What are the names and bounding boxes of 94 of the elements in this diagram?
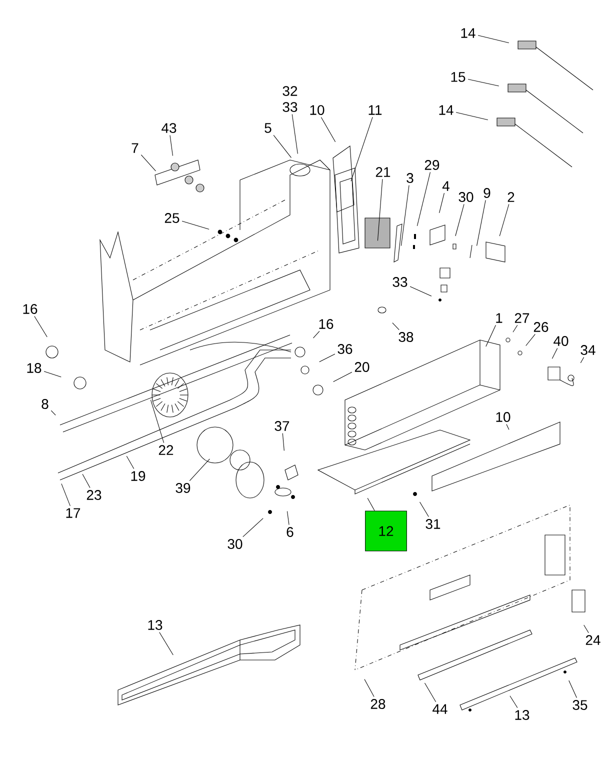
callout-number: 3 — [406, 173, 414, 183]
leader-line — [242, 518, 264, 538]
leader-line — [82, 474, 90, 488]
leader-line — [552, 348, 558, 359]
leader-line — [377, 178, 383, 241]
callout-number: 20 — [354, 362, 370, 372]
leader-line — [282, 432, 284, 451]
leader-line — [319, 354, 336, 362]
leader-line — [159, 632, 174, 656]
callout-number: 29 — [424, 160, 440, 170]
leader-line — [34, 316, 48, 338]
callout-number: 21 — [376, 167, 390, 177]
leader-line — [273, 134, 292, 158]
leader-line — [478, 35, 510, 44]
callout-number: 6 — [286, 527, 294, 537]
leader-line — [44, 371, 62, 378]
callout-number: 24 — [586, 635, 600, 645]
callout-number: 22 — [158, 445, 174, 455]
leader-line — [526, 334, 536, 346]
leader-line — [312, 330, 320, 338]
leader-line — [584, 624, 589, 634]
callout-number: 43 — [162, 123, 176, 133]
leader-line — [350, 116, 373, 182]
callout-number: 7 — [132, 143, 138, 153]
callout-number: 19 — [131, 471, 146, 481]
callout-number: 1 — [496, 313, 502, 323]
callout-number: 36 — [338, 344, 352, 354]
callout-number: 34 — [580, 345, 596, 355]
callout-number: 16 — [23, 304, 38, 314]
callout-number: 18 — [27, 363, 42, 373]
callout-number: 13 — [148, 620, 162, 630]
callout-number: 10 — [496, 412, 510, 422]
callout-number: 44 — [432, 704, 448, 714]
leader-line — [189, 458, 210, 482]
leader-line — [499, 204, 510, 236]
callout-number: 30 — [458, 192, 474, 202]
leader-line — [400, 184, 410, 246]
leader-line — [510, 696, 518, 708]
leader-line — [140, 154, 156, 172]
callout-number: 15 — [451, 72, 466, 82]
leader-line — [512, 324, 518, 332]
leader-line — [364, 678, 374, 698]
leader-line — [424, 682, 436, 702]
callout-number: 31 — [426, 519, 440, 529]
callout-number: 27 — [514, 313, 530, 323]
leader-line — [292, 114, 298, 154]
leader-line — [61, 483, 70, 506]
callout-number: 37 — [274, 421, 290, 431]
highlight-box: 12 — [365, 510, 407, 552]
leader-line — [506, 424, 510, 430]
leader-line — [455, 204, 464, 236]
callout-number: 16 — [319, 319, 334, 329]
callout-number: 38 — [398, 332, 414, 342]
leader-line — [150, 400, 164, 444]
leader-line — [476, 200, 486, 246]
callout-number: 14 — [461, 28, 476, 38]
leader-line — [410, 286, 432, 296]
callout-number: 2 — [508, 192, 514, 202]
callout-number: 5 — [264, 123, 272, 133]
callout-number: 13 — [515, 710, 530, 720]
leader-line — [416, 172, 431, 226]
leader-line — [320, 116, 336, 142]
callout-number: 39 — [176, 483, 190, 493]
leader-line — [456, 112, 488, 120]
leader-line — [392, 322, 400, 330]
leader-line — [420, 502, 429, 518]
callout-number: 4 — [442, 181, 450, 191]
callout-number: 23 — [86, 490, 102, 500]
leader-line — [170, 134, 174, 156]
callout-number: 9 — [484, 188, 490, 198]
callout-number: 10 — [310, 105, 324, 115]
callout-number: 26 — [534, 322, 548, 332]
leader-line — [468, 78, 500, 86]
callout-number: 33 — [392, 277, 408, 287]
callout-number: 28 — [370, 699, 386, 709]
leader-line — [367, 498, 375, 511]
leader-line — [182, 220, 210, 230]
callout-number: 17 — [66, 508, 80, 518]
leader-line — [333, 372, 352, 382]
callout-number: 8 — [42, 399, 48, 409]
callout-number: 35 — [572, 700, 588, 710]
leader-line — [50, 410, 56, 416]
callout-number: 11 — [368, 105, 382, 115]
callout-number: 30 — [228, 539, 242, 549]
callout-number: 14 — [439, 105, 454, 115]
callout-number: 25 — [164, 213, 180, 223]
leader-line — [486, 324, 496, 347]
leader-line — [439, 192, 444, 214]
leader-line — [126, 456, 134, 470]
leader-line — [580, 356, 584, 364]
callout-number: 32 33 — [282, 86, 298, 112]
leader-line — [286, 510, 290, 526]
callout-number: 40 — [554, 336, 568, 346]
leader-line — [568, 680, 577, 698]
